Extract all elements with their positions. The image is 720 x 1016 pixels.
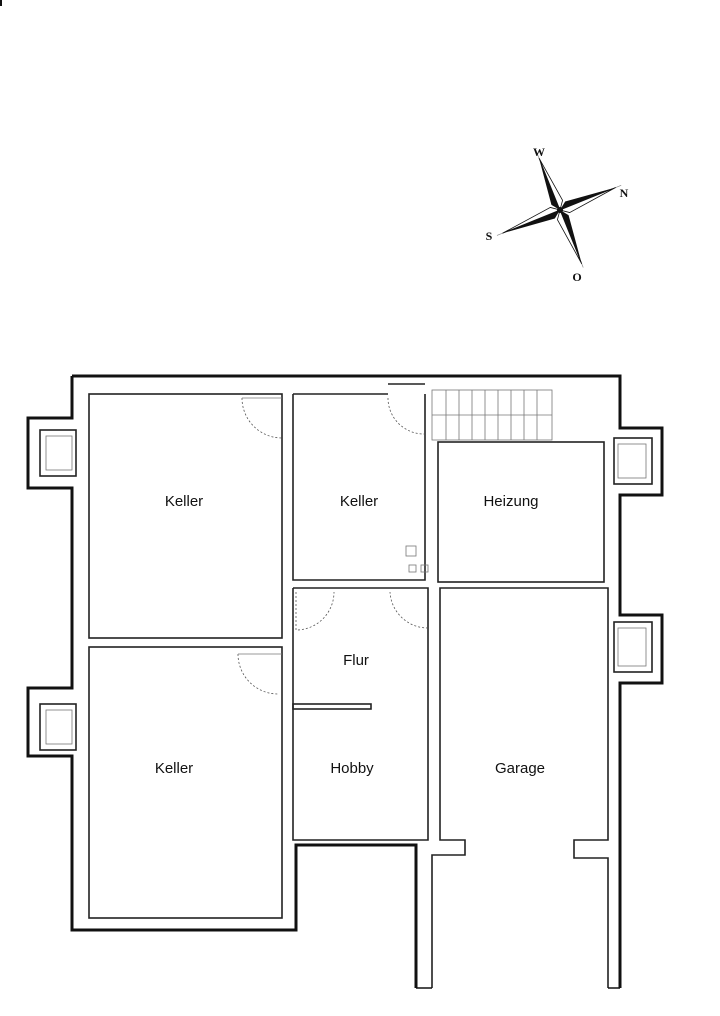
compass-north-label: N	[620, 186, 629, 200]
light-wells	[39, 429, 653, 751]
room-label-keller-top-middle: Keller	[340, 493, 378, 510]
compass-east-label: O	[572, 270, 581, 284]
room-label-hobby: Hobby	[330, 760, 374, 777]
interior-walls	[88, 383, 605, 919]
doors	[237, 397, 429, 695]
compass-rose	[496, 152, 622, 268]
compass-south-label: S	[486, 229, 493, 243]
room-label-flur: Flur	[343, 652, 369, 669]
room-label-keller-bottom-left: Keller	[155, 760, 193, 777]
room-label-garage: Garage	[495, 760, 545, 777]
room-label-heizung: Heizung	[483, 493, 538, 510]
outer-walls	[26, 374, 664, 989]
staircase	[431, 389, 553, 441]
room-label-keller-top-left: Keller	[165, 493, 203, 510]
compass-west-label: W	[533, 145, 545, 159]
